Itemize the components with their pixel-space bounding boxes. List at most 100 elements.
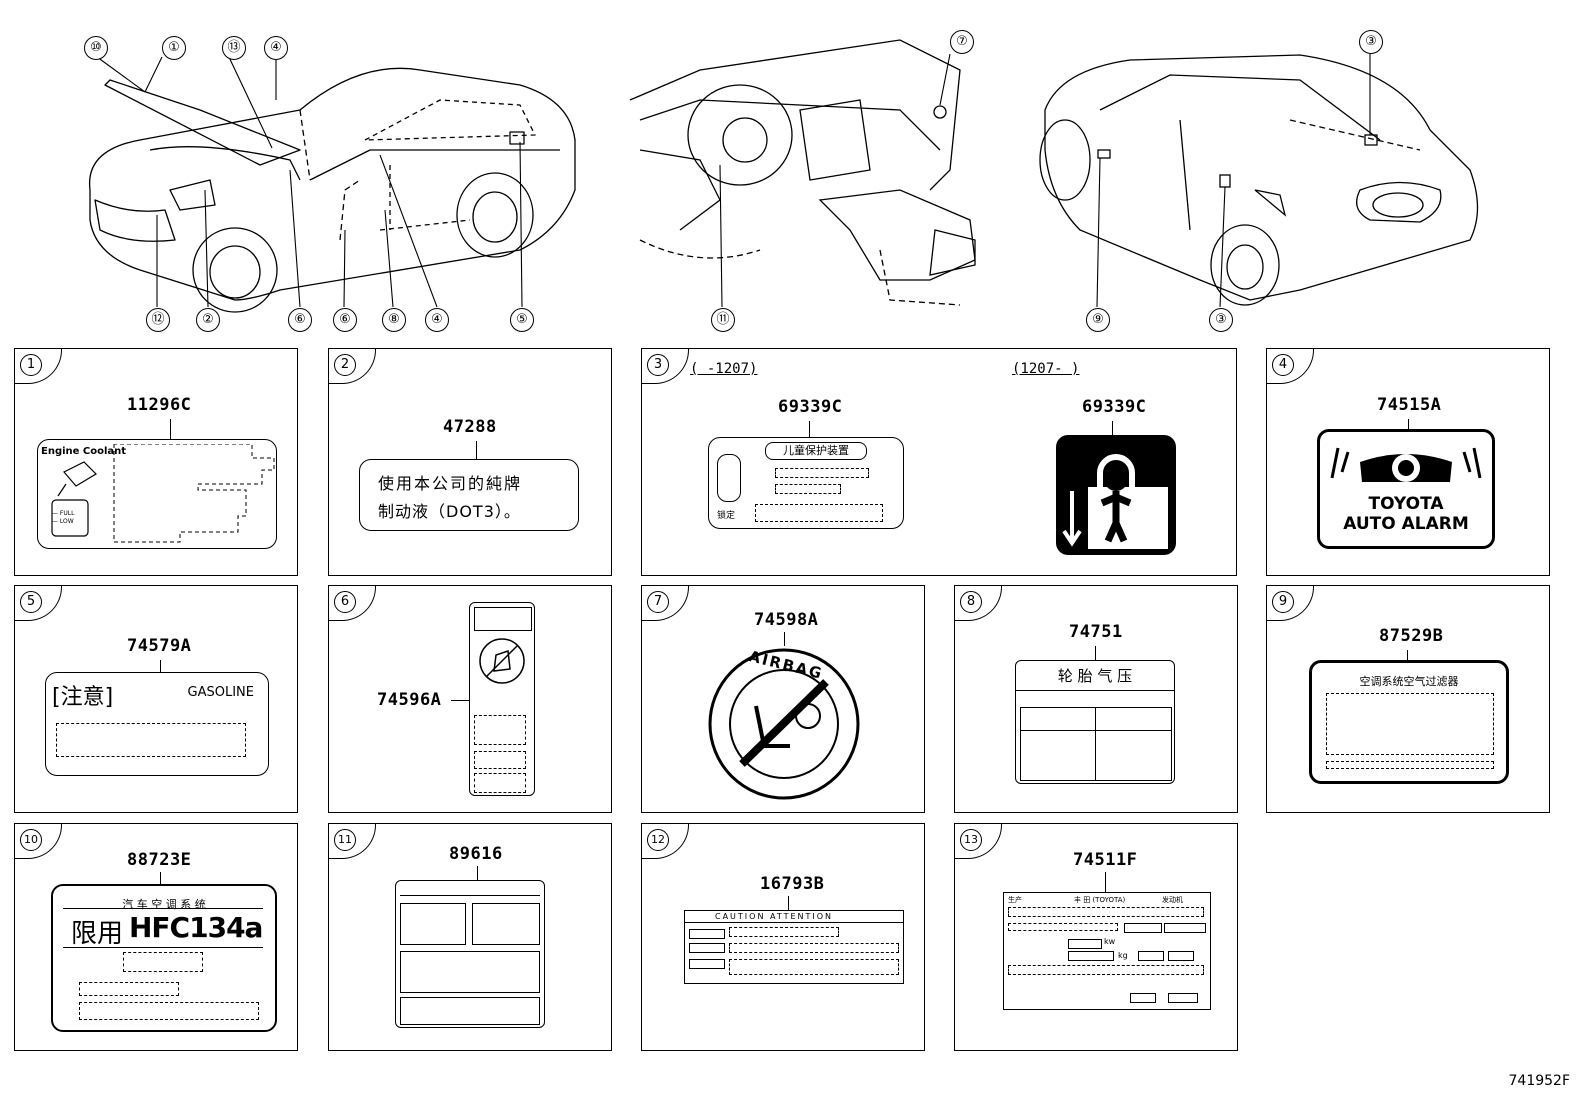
brake-line-2: 制动液（DOT3）。 (378, 502, 521, 521)
kg-unit: kg (1118, 951, 1128, 960)
panel-6: 6 74596A (328, 585, 612, 813)
panel-number: 10 (20, 829, 42, 851)
part-number: 89616 (449, 844, 503, 864)
callout-9: ⑨ (1086, 308, 1110, 332)
range-left: ( -1207) (690, 361, 758, 377)
auto-alarm-label: TOYOTA AUTO ALARM (1317, 429, 1495, 549)
caution-header: CAUTION ATTENTION (685, 911, 903, 923)
panel-number: 13 (960, 829, 982, 851)
alarm-text-1: TOYOTA (1368, 494, 1444, 514)
panel-12: 12 16793B CAUTION ATTENTION (641, 823, 925, 1051)
instruction-box-4 (400, 997, 540, 1025)
lock-text: 锁定 (717, 511, 736, 521)
panel-number: 6 (334, 591, 356, 613)
kw-unit: kw (1104, 937, 1116, 946)
coolant-text: Engine Coolant (41, 446, 127, 457)
part-number: 74579A (127, 636, 192, 656)
panel-11: 11 89616 (328, 823, 612, 1051)
no-child-seat-icon (479, 638, 525, 684)
caution-text: [注意] (52, 685, 114, 710)
panel-number: 8 (960, 591, 982, 613)
callout-5: ⑤ (510, 308, 534, 332)
callout-3b: ③ (1209, 308, 1233, 332)
callout-13: ⑬ (222, 36, 246, 60)
coolant-bottle-icon (51, 461, 97, 537)
ac-filter-header: 空调系统空气过滤器 (1359, 675, 1459, 688)
callout-4b: ④ (425, 308, 449, 332)
panel-number: 9 (1272, 591, 1294, 613)
ac-filter-label: 空调系统空气过滤器 (1309, 660, 1509, 784)
hfc-text: HFC134a (129, 911, 263, 944)
part-number: 11296C (127, 395, 192, 415)
callout-7: ⑦ (950, 30, 974, 54)
callout-6: ⑥ (288, 308, 312, 332)
part-number: 74598A (754, 610, 819, 630)
panel-1: 1 11296C Engine Coolant — FULL — LOW (14, 348, 298, 576)
instruction-box-2 (472, 903, 540, 945)
instruction-box-3 (400, 951, 540, 993)
panel-10: 10 88723E 汽 车 空 调 系 统 限用 HFC134a (14, 823, 298, 1051)
part-number: 87529B (1379, 626, 1444, 646)
limited-text: 限用 (71, 919, 124, 949)
callout-12: ⑫ (146, 308, 170, 332)
panel-number: 12 (647, 829, 669, 851)
interior-view (629, 39, 976, 306)
callout-6b: ⑥ (333, 308, 357, 332)
gasoline-text: GASOLINE (187, 685, 254, 700)
part-number-right: 69339C (1082, 397, 1147, 417)
panel-5: 5 74579A [注意] GASOLINE (14, 585, 298, 813)
part-number: 74596A (377, 690, 442, 710)
brake-fluid-label: 使用本公司的純牌 制动液（DOT3）。 (359, 459, 579, 531)
callout-3: ③ (1359, 30, 1383, 54)
part-number: 16793B (760, 874, 825, 894)
callout-8: ⑧ (382, 308, 406, 332)
vehicle-illustrations: ⑩ ① ⑬ ④ ⑫ ② ⑥ ⑥ ⑧ ④ ⑤ ⑦ ⑪ ③ ⑨ ③ (0, 0, 1592, 345)
callout-11: ⑪ (711, 308, 735, 332)
panel-9: 9 87529B 空调系统空气过滤器 (1266, 585, 1550, 813)
callout-10: ⑩ (84, 36, 108, 60)
panel-8: 8 74751 轮 胎 气 压 (954, 585, 1238, 813)
panel-4: 4 74515A TOYOTA AUTO ALARM (1266, 348, 1550, 576)
child-lock-label: 儿童保护装置 锁定 (708, 437, 904, 529)
panel-number: 3 (647, 354, 669, 376)
instruction-box-1 (400, 903, 466, 945)
panel-3: 3 ( -1207) (1207- ) 69339C 儿童保护装置 锁定 693… (641, 348, 1237, 576)
airbag-caution-label (395, 880, 545, 1028)
panel-tab: 1 (14, 348, 62, 384)
child-lock-tag: 儿童保护装置 (765, 442, 867, 460)
caution-label: CAUTION ATTENTION (684, 910, 904, 984)
sunvisor-label (469, 602, 535, 796)
range-right: (1207- ) (1012, 361, 1080, 377)
panel-number: 4 (1272, 354, 1294, 376)
panel-13: 13 74511F 生产 丰 田 (TOYOTA) 发动机 kw kg (954, 823, 1238, 1051)
airbag-warning-icon (708, 648, 860, 800)
part-number: 74751 (1069, 622, 1123, 642)
part-number: 88723E (127, 850, 192, 870)
refrigerant-box: 限用 HFC134a (63, 908, 263, 949)
low-text: — LOW (52, 518, 74, 525)
child-lock-icon (1056, 435, 1176, 555)
panel-number: 1 (20, 354, 42, 376)
panel-number: 11 (334, 829, 356, 851)
car-rear-view (1039, 54, 1479, 306)
tire-pressure-label: 轮 胎 气 压 (1015, 660, 1175, 784)
full-text: — FULL (52, 510, 75, 517)
panel-number: 2 (334, 354, 356, 376)
plate-head-2: 丰 田 (TOYOTA) (1074, 896, 1126, 904)
coolant-label: Engine Coolant — FULL — LOW (37, 439, 277, 549)
part-number: 47288 (443, 417, 497, 437)
alarm-text-2: AUTO ALARM (1343, 514, 1469, 534)
plate-head-3: 发动机 (1162, 896, 1183, 904)
gasoline-label: [注意] GASOLINE (45, 672, 269, 776)
brake-line-1: 使用本公司的純牌 (378, 474, 523, 493)
callout-1: ① (162, 36, 186, 60)
callout-2: ② (196, 308, 220, 332)
panel-7: 7 74598A AIRBAG (641, 585, 925, 813)
car-front-view (88, 67, 576, 313)
part-number: 74515A (1377, 395, 1442, 415)
tire-table (1020, 707, 1172, 781)
panel-number: 7 (647, 591, 669, 613)
lock-switch-icon (717, 454, 741, 502)
alarm-car-icon (1330, 447, 1482, 482)
warning-header (474, 607, 532, 631)
